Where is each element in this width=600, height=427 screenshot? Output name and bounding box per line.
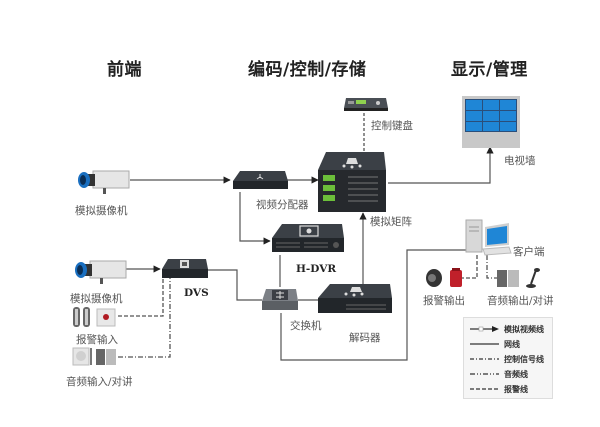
label-switch: 交换机 [290, 320, 322, 332]
network-switch-icon [262, 289, 298, 310]
label-audio-output: 音频输出/对讲 [487, 295, 554, 307]
label-analog-matrix: 模拟矩阵 [370, 216, 412, 228]
audio-output-icon [497, 268, 540, 288]
label-alarm-input: 报警输入 [76, 334, 118, 346]
label-dvs: DVS [184, 287, 209, 299]
analog-camera-icon [78, 170, 130, 194]
alarm-output-icon [426, 268, 462, 287]
label-hdvr: H-DVR [296, 263, 337, 275]
decoder-icon [318, 284, 392, 313]
tv-wall-icon [462, 96, 520, 148]
line-switch-to-client [280, 249, 470, 361]
legend: 模拟视频线 网线 控制信号线 音频线 报警线 [463, 317, 553, 399]
label-decoder: 解码器 [349, 332, 381, 344]
label-tv-wall: 电视墙 [504, 155, 536, 167]
dvs-icon [162, 259, 208, 278]
legend-item-alarm: 报警线 [470, 383, 528, 395]
label-camera-top: 模拟摄像机 [75, 205, 128, 217]
legend-item-network: 网线 [470, 338, 520, 350]
hdvr-icon [272, 224, 344, 252]
line-matrix-to-tvwall [388, 146, 494, 184]
section-title-display-management: 显示/管理 [451, 60, 528, 80]
label-control-keyboard: 控制键盘 [371, 120, 413, 132]
analog-matrix-icon [318, 152, 386, 212]
label-alarm-output: 报警输出 [423, 295, 465, 307]
legend-item-control-signal: 控制信号线 [470, 353, 544, 365]
line-client-to-audio-output [486, 255, 497, 279]
section-title-encode-control-storage: 编码/控制/存储 [248, 60, 367, 80]
label-audio-input: 音频输入/对讲 [66, 376, 133, 388]
section-title-front-end: 前端 [107, 60, 142, 80]
line-alarm-input-to-dvs [118, 278, 164, 317]
label-camera-bottom: 模拟摄像机 [70, 293, 123, 305]
line-distributor-to-hdvr [239, 192, 271, 245]
video-distributor-icon [233, 171, 288, 189]
alarm-input-icon [73, 307, 116, 327]
control-keyboard-icon [344, 98, 388, 111]
line-dvs-to-switch [208, 269, 262, 301]
legend-swatch-alarm [470, 388, 499, 390]
legend-item-analog-video: 模拟视频线 [470, 323, 544, 335]
line-audio-input-to-dvs [118, 278, 171, 358]
analog-camera-bottom-icon [75, 260, 127, 284]
label-video-distributor: 视频分配器 [256, 199, 309, 211]
legend-swatch-network [470, 343, 499, 345]
legend-item-audio: 音频线 [470, 368, 528, 380]
legend-swatch-control-signal [470, 358, 499, 360]
line-client-to-alarm-output [462, 255, 478, 279]
legend-swatch-audio [470, 373, 499, 375]
legend-swatch-analog-video [470, 326, 499, 332]
audio-input-icon [72, 347, 116, 366]
label-client: 客户端 [513, 246, 545, 258]
client-pc-icon [465, 219, 512, 256]
